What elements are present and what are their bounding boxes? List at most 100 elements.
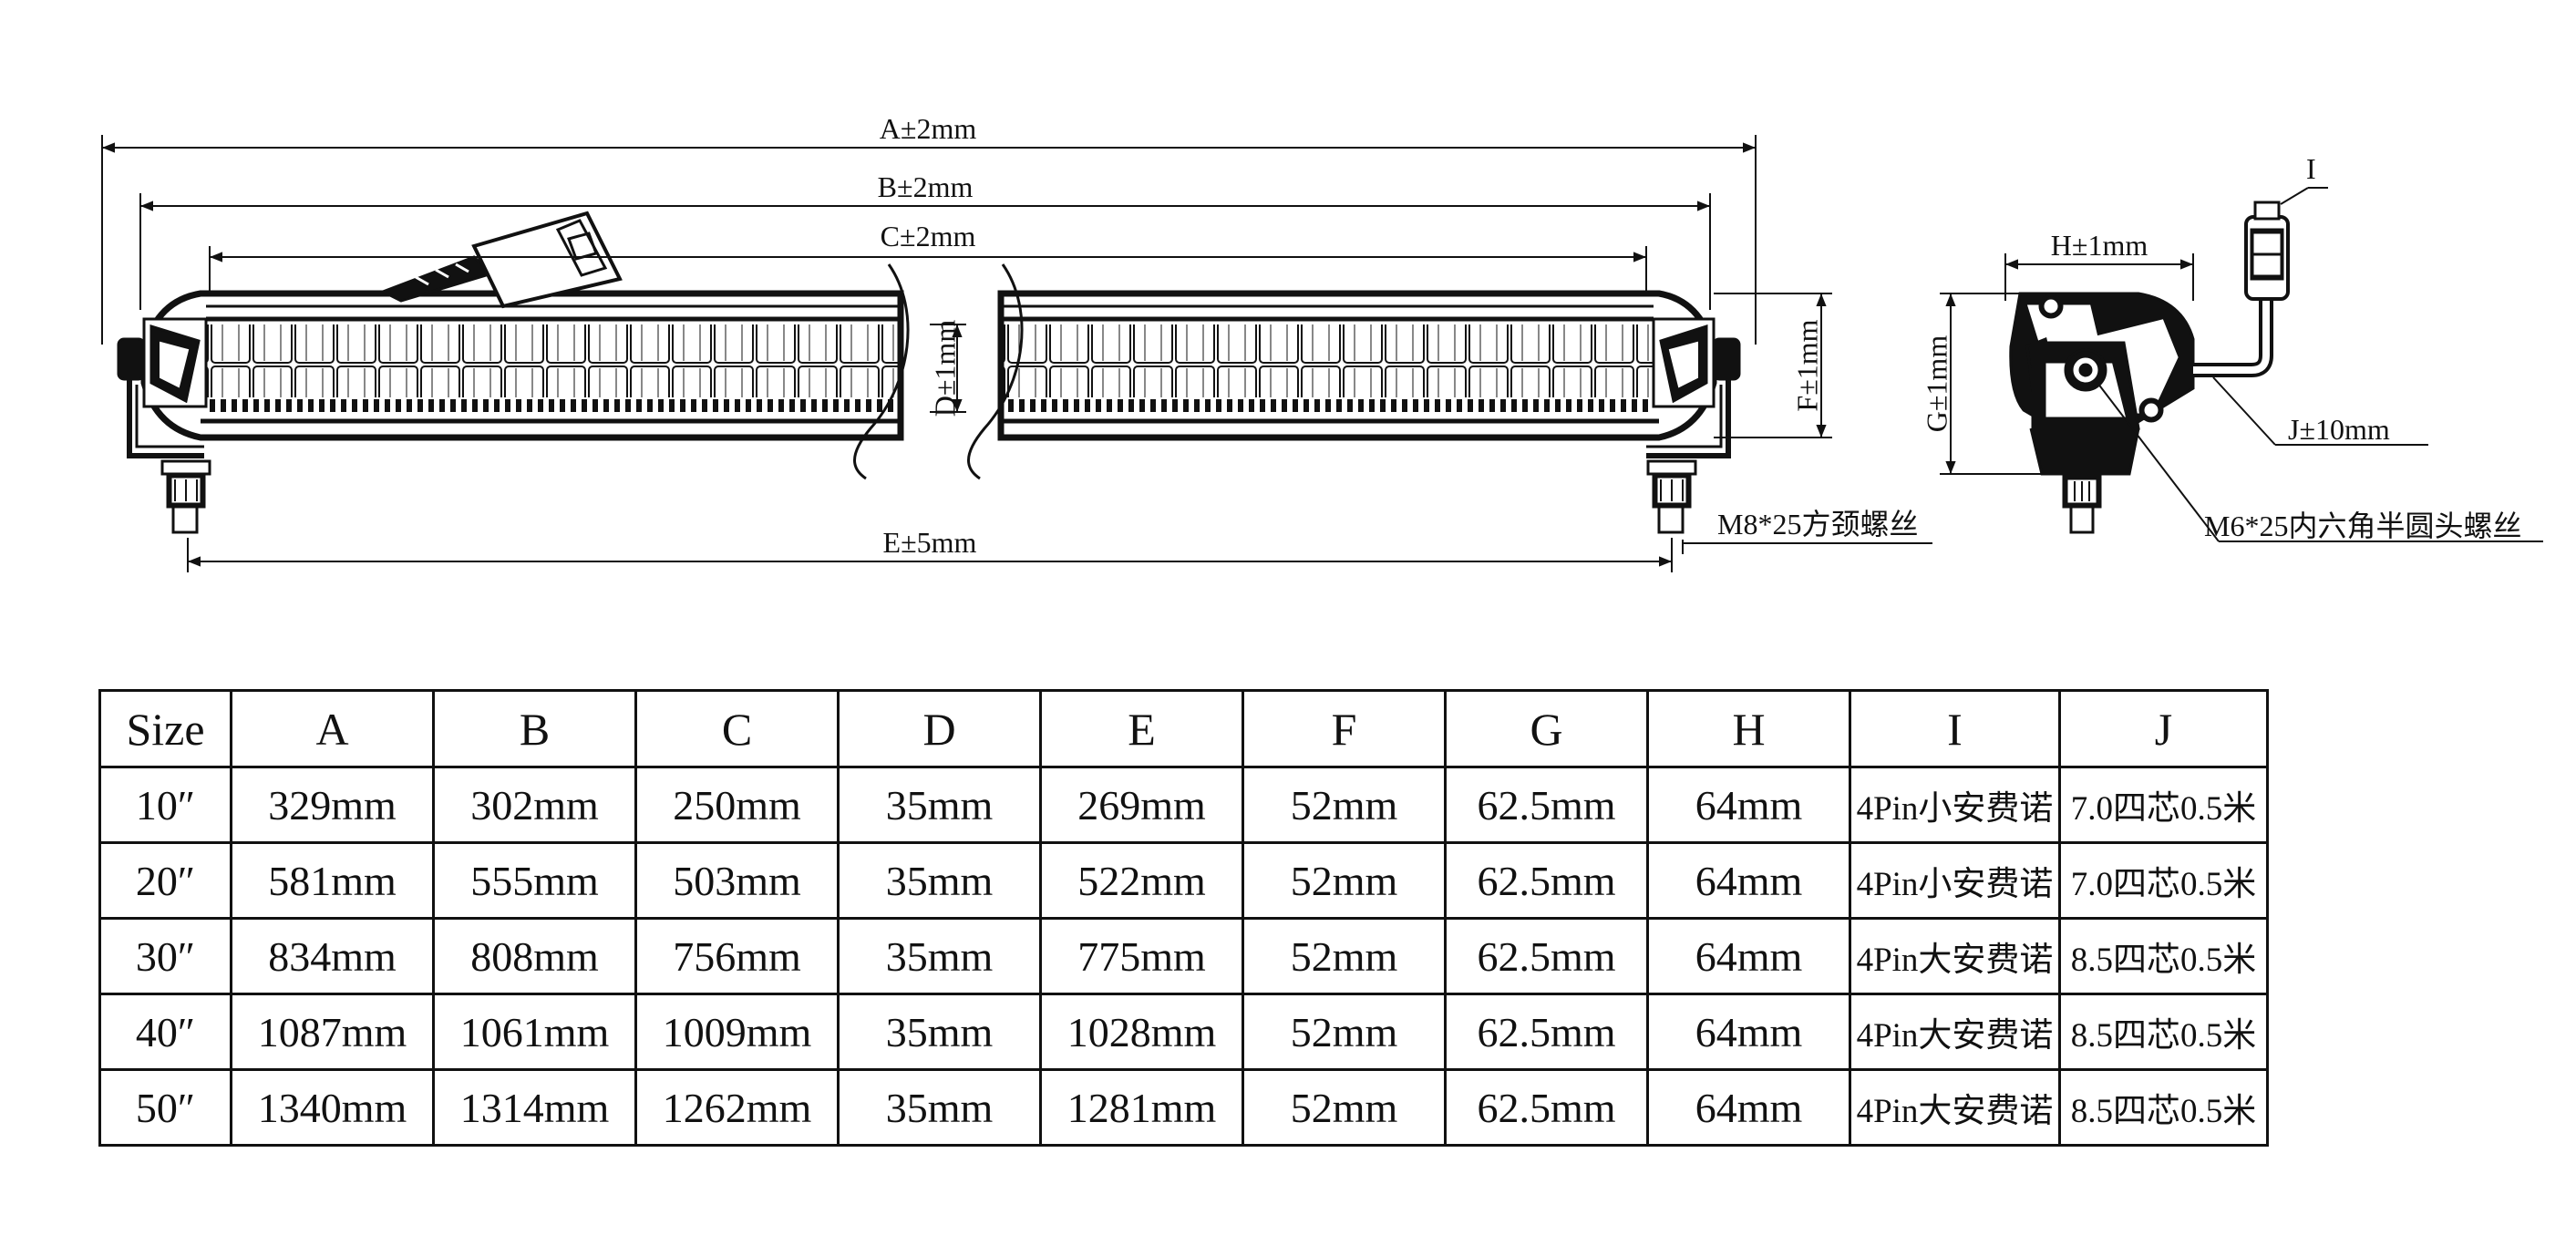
side-cable bbox=[2193, 301, 2273, 377]
table-cell: 30″ bbox=[98, 917, 232, 995]
front-view-dimensions bbox=[101, 135, 1932, 572]
table-cell: 1314mm bbox=[432, 1068, 637, 1147]
break-line-right bbox=[967, 263, 1024, 480]
header-size: Size bbox=[98, 689, 232, 768]
table-cell: 62.5mm bbox=[1444, 1068, 1649, 1147]
table-row: 40″ 1087mm 1061mm 1009mm 35mm 1028mm 52m… bbox=[98, 993, 2269, 1071]
table-cell: 1087mm bbox=[230, 993, 435, 1071]
table-cell: 302mm bbox=[432, 766, 637, 844]
header-j: J bbox=[2058, 689, 2269, 768]
table-cell: 250mm bbox=[634, 766, 840, 844]
table-cell: 64mm bbox=[1646, 766, 1851, 844]
table-cell: 35mm bbox=[837, 766, 1042, 844]
header-e: E bbox=[1039, 689, 1244, 768]
table-cell: 4Pin大安费诺 bbox=[1849, 1068, 2061, 1147]
table-cell: 1061mm bbox=[432, 993, 637, 1071]
table-cell: 1009mm bbox=[634, 993, 840, 1071]
note-m6-bolt: M6*25内六角半圆头螺丝 bbox=[2204, 510, 2521, 542]
table-cell: 64mm bbox=[1646, 1068, 1851, 1147]
dim-label-c: C±2mm bbox=[881, 220, 976, 252]
header-d: D bbox=[837, 689, 1042, 768]
table-cell: 52mm bbox=[1242, 993, 1447, 1071]
table-cell: 40″ bbox=[98, 993, 232, 1071]
table-cell: 62.5mm bbox=[1444, 917, 1649, 995]
table-cell: 775mm bbox=[1039, 917, 1244, 995]
table-cell: 35mm bbox=[837, 841, 1042, 920]
table-cell: 581mm bbox=[230, 841, 435, 920]
table-cell: 52mm bbox=[1242, 1068, 1447, 1147]
table-cell: 8.5四芯0.5米 bbox=[2058, 993, 2269, 1071]
spec-table: Size A B C D E F G H I J 10″ 329mm 302mm… bbox=[98, 689, 2269, 1147]
table-cell: 4Pin小安费诺 bbox=[1849, 766, 2061, 844]
light-bar-side-view bbox=[2009, 201, 2290, 534]
table-cell: 756mm bbox=[634, 917, 840, 995]
table-cell: 52mm bbox=[1242, 766, 1447, 844]
break-line-left bbox=[853, 263, 910, 480]
table-cell: 62.5mm bbox=[1444, 766, 1649, 844]
table-row: 50″ 1340mm 1314mm 1262mm 35mm 1281mm 52m… bbox=[98, 1068, 2269, 1147]
table-cell: 503mm bbox=[634, 841, 840, 920]
light-bar-front-view bbox=[117, 211, 1741, 534]
dim-label-j: J±10mm bbox=[2288, 413, 2390, 446]
header-h: H bbox=[1646, 689, 1851, 768]
side-mounting-bolt bbox=[2062, 474, 2102, 534]
table-row: 30″ 834mm 808mm 756mm 35mm 775mm 52mm 62… bbox=[98, 917, 2269, 995]
left-end-cap bbox=[117, 317, 208, 458]
header-g: G bbox=[1444, 689, 1649, 768]
side-view-dimensions bbox=[1940, 187, 2543, 542]
dim-label-i: I bbox=[2306, 152, 2316, 185]
dim-label-g: G±1mm bbox=[1920, 335, 1953, 433]
header-f: F bbox=[1242, 689, 1447, 768]
dim-label-f: F±1mm bbox=[1790, 319, 1823, 411]
led-strip-right bbox=[1001, 399, 1654, 412]
dim-label-d: D±1mm bbox=[928, 320, 961, 417]
table-cell: 35mm bbox=[837, 1068, 1042, 1147]
table-row: 10″ 329mm 302mm 250mm 35mm 269mm 52mm 62… bbox=[98, 766, 2269, 844]
table-row: 20″ 581mm 555mm 503mm 35mm 522mm 52mm 62… bbox=[98, 841, 2269, 920]
header-a: A bbox=[230, 689, 435, 768]
dim-label-h: H±1mm bbox=[2051, 229, 2148, 262]
table-cell: 1262mm bbox=[634, 1068, 840, 1147]
table-cell: 4Pin小安费诺 bbox=[1849, 841, 2061, 920]
table-cell: 269mm bbox=[1039, 766, 1244, 844]
table-cell: 8.5四芯0.5米 bbox=[2058, 1068, 2269, 1147]
left-mounting-bolt bbox=[160, 459, 211, 534]
table-cell: 808mm bbox=[432, 917, 637, 995]
header-c: C bbox=[634, 689, 840, 768]
table-cell: 64mm bbox=[1646, 841, 1851, 920]
table-cell: 834mm bbox=[230, 917, 435, 995]
header-b: B bbox=[432, 689, 637, 768]
table-cell: 329mm bbox=[230, 766, 435, 844]
table-cell: 35mm bbox=[837, 917, 1042, 995]
table-cell: 35mm bbox=[837, 993, 1042, 1071]
table-cell: 52mm bbox=[1242, 917, 1447, 995]
dim-label-e: E±5mm bbox=[883, 526, 977, 559]
table-cell: 20″ bbox=[98, 841, 232, 920]
led-cells-left bbox=[206, 324, 901, 397]
table-cell: 62.5mm bbox=[1444, 993, 1649, 1071]
table-cell: 1028mm bbox=[1039, 993, 1244, 1071]
right-mounting-bolt bbox=[1646, 459, 1697, 534]
table-cell: 8.5四芯0.5米 bbox=[2058, 917, 2269, 995]
right-end-cap bbox=[1646, 317, 1741, 458]
table-cell: 7.0四芯0.5米 bbox=[2058, 766, 2269, 844]
led-cells-right bbox=[1001, 324, 1654, 397]
table-cell: 50″ bbox=[98, 1068, 232, 1147]
table-cell: 522mm bbox=[1039, 841, 1244, 920]
table-cell: 4Pin大安费诺 bbox=[1849, 917, 2061, 995]
side-connector-i bbox=[2244, 201, 2290, 301]
table-cell: 1281mm bbox=[1039, 1068, 1244, 1147]
table-cell: 1340mm bbox=[230, 1068, 435, 1147]
header-i: I bbox=[1849, 689, 2061, 768]
technical-drawing: A±2mm B±2mm C±2mm E±5mm D±1mm F±1mm M8*2… bbox=[101, 112, 2543, 572]
table-cell: 52mm bbox=[1242, 841, 1447, 920]
table-cell: 4Pin大安费诺 bbox=[1849, 993, 2061, 1071]
table-cell: 64mm bbox=[1646, 917, 1851, 995]
table-cell: 62.5mm bbox=[1444, 841, 1649, 920]
note-m8-bolt: M8*25方颈螺丝 bbox=[1717, 508, 1918, 540]
table-header-row: Size A B C D E F G H I J bbox=[98, 689, 2269, 768]
table-cell: 64mm bbox=[1646, 993, 1851, 1071]
dim-label-b: B±2mm bbox=[878, 170, 974, 203]
table-cell: 10″ bbox=[98, 766, 232, 844]
table-cell: 555mm bbox=[432, 841, 637, 920]
